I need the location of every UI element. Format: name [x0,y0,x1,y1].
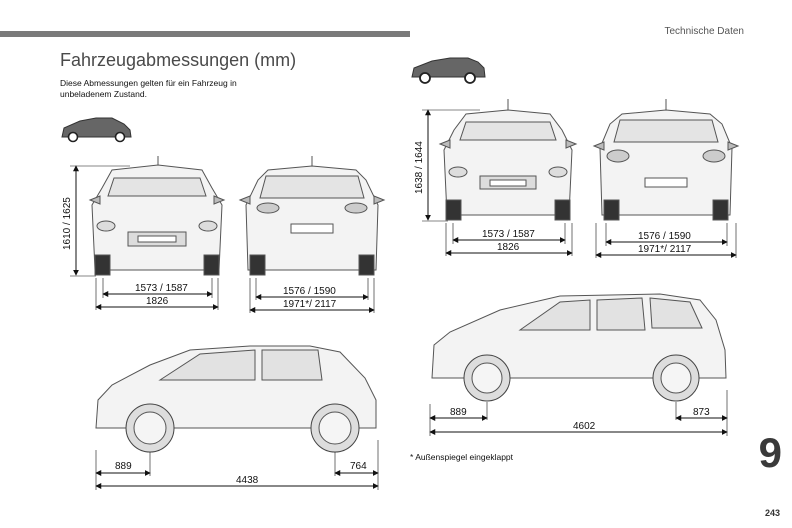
left-front-overhang-label: 889 [115,461,132,472]
left-side-view [95,345,377,453]
left-height-label: 1610 / 1625 [62,197,73,250]
car-icon-left [61,117,132,143]
left-rear-track-label: 1576 / 1590 [283,286,336,297]
left-length-label: 4438 [236,475,259,486]
left-rear-overhang-label: 764 [350,461,367,472]
section-label: Technische Daten [664,26,745,37]
right-rear-width-label: 1971*/ 2117 [638,244,692,255]
left-rear-view [238,165,386,276]
left-rear-width-label: 1971*/ 2117 [283,299,337,310]
chapter-number: 9 [758,429,782,476]
intro-text: Diese Abmessungen gelten für ein Fahrzeu… [60,78,237,99]
left-front-width-label: 1826 [146,296,169,307]
right-front-overhang-label: 889 [450,407,467,418]
right-rear-view [592,109,740,221]
right-rear-track-label: 1576 / 1590 [638,231,691,242]
footnote: * Außenspiegel eingeklappt [410,452,514,462]
left-front-track-label: 1573 / 1587 [135,283,188,294]
left-front-view [88,164,226,276]
right-side-view [431,293,727,402]
header-rule [0,31,410,37]
right-front-width-label: 1826 [497,242,520,253]
right-front-view [438,109,578,221]
right-length-label: 4602 [573,421,596,432]
right-front-track-label: 1573 / 1587 [482,229,535,240]
page-title: Fahrzeugabmessungen (mm) [60,50,297,70]
right-height-label: 1638 / 1644 [414,141,425,194]
car-icon-right [411,57,486,84]
page-number: 243 [764,508,780,518]
right-rear-overhang-label: 873 [693,407,710,418]
